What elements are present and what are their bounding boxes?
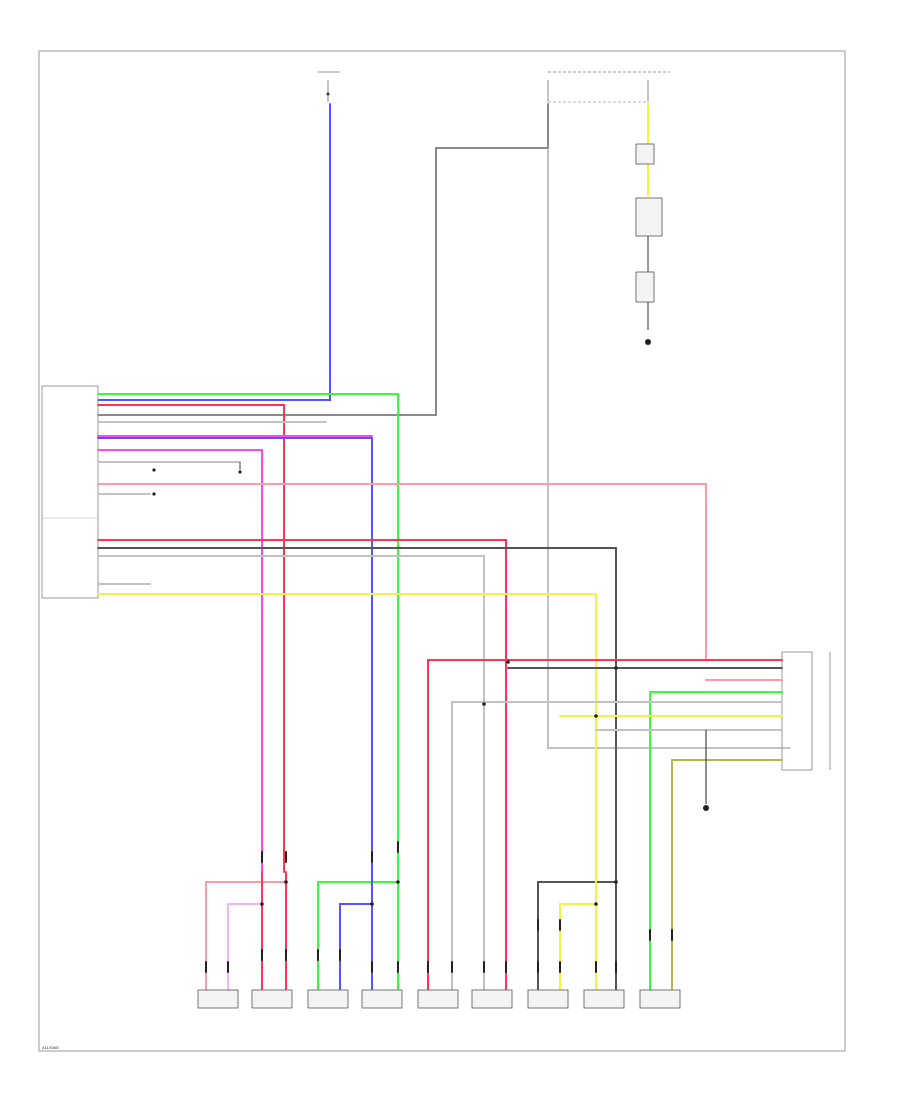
- speaker-row: [197, 989, 681, 1009]
- speaker-5: [417, 989, 459, 1009]
- speaker-8: [583, 989, 625, 1009]
- wire-lightgray-1: [97, 555, 485, 873]
- wire-darkgray-1: [97, 547, 617, 873]
- ground-point-amp: [703, 805, 709, 811]
- speaker-branches: [205, 871, 617, 991]
- audio-unit-box: [41, 385, 99, 599]
- splice-points: [260, 660, 618, 906]
- wire-blue-1: [97, 437, 373, 873]
- wire-gray-feed: [97, 103, 549, 416]
- wire-red-1: [97, 404, 285, 873]
- diagram-frame: [38, 50, 846, 1052]
- speaker-6: [471, 989, 513, 1009]
- connector-c2: [635, 271, 655, 303]
- amplifier-connector: [781, 651, 813, 771]
- wire-green-1: [97, 393, 399, 873]
- wire-blue-power: [97, 103, 331, 401]
- wire-red-2: [97, 539, 507, 873]
- speaker-3: [307, 989, 349, 1009]
- top-fuse-feed-right: [547, 71, 670, 103]
- wire-pink-long: [97, 483, 707, 661]
- speaker-2: [251, 989, 293, 1009]
- speaker-7: [527, 989, 569, 1009]
- wire-red-amp: [427, 659, 783, 873]
- antenna: [639, 989, 681, 1009]
- speaker-4: [361, 989, 403, 1009]
- connector-c1: [635, 143, 655, 165]
- wire-magenta-1: [97, 449, 263, 873]
- ground-point-top: [645, 339, 651, 345]
- page-code: A11/SW8: [42, 1045, 59, 1050]
- speaker-1: [197, 989, 239, 1009]
- wire-yellow-1: [97, 593, 597, 873]
- top-fuse-feed-left: [318, 71, 340, 102]
- radio-fuse-block: [635, 197, 663, 237]
- connector-pins: [205, 841, 673, 973]
- wire-gray-ground-feed: [547, 149, 791, 749]
